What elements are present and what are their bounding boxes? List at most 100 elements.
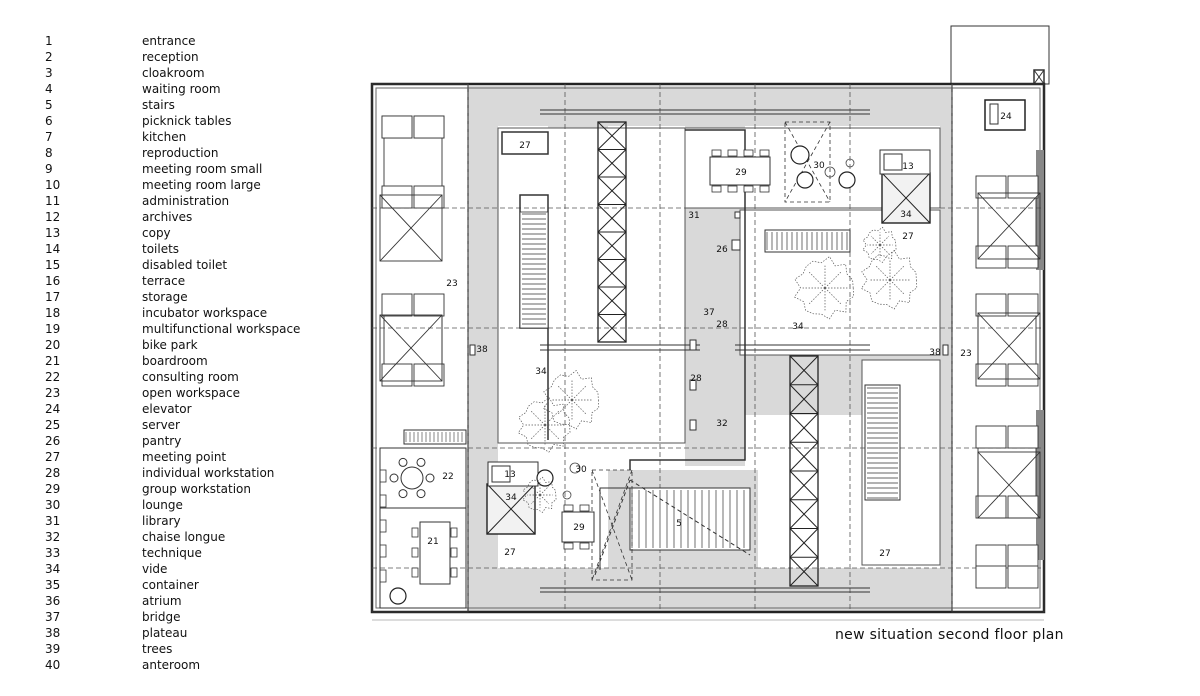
legend-label: container <box>142 578 199 592</box>
tree-branch <box>530 494 541 505</box>
tree-branch <box>571 384 588 401</box>
chair <box>579 504 590 512</box>
desk <box>1007 363 1039 387</box>
chair <box>379 569 387 583</box>
desk <box>413 185 445 209</box>
label-29-bottom: 29 <box>573 523 585 533</box>
label-28-right: 28 <box>716 320 728 330</box>
legend-label: picknick tables <box>142 114 232 128</box>
tree-branch <box>879 235 890 246</box>
legend-number: 40 <box>45 658 61 672</box>
legend-label: administration <box>142 194 230 208</box>
legend-label: bridge <box>142 610 181 624</box>
legend-label: multifunctional workspace <box>142 322 301 336</box>
label-27-library: 27 <box>519 141 530 151</box>
tree-branch <box>808 287 826 305</box>
legend-label: reproduction <box>142 146 219 160</box>
legend-label: individual workstation <box>142 466 275 480</box>
legend-number: 25 <box>45 418 61 432</box>
truss-member <box>789 384 819 414</box>
legend-number: 38 <box>45 626 61 640</box>
legend-label: group workstation <box>142 482 252 496</box>
legend-number: 16 <box>45 274 61 288</box>
tree-branch <box>889 264 906 281</box>
legend-number: 30 <box>45 498 61 512</box>
label-23-left: 23 <box>446 279 457 289</box>
chair <box>450 567 458 578</box>
chair <box>389 473 399 483</box>
chair <box>711 149 722 157</box>
tree-canopy <box>517 396 571 453</box>
desk <box>1007 175 1039 199</box>
plan-title: new situation second floor plan <box>835 627 1064 643</box>
legend-label: library <box>142 514 181 528</box>
legend-number: 27 <box>45 450 61 464</box>
chair <box>411 567 419 578</box>
label-26: 26 <box>716 245 728 255</box>
desk <box>1007 565 1039 589</box>
truss-member <box>597 259 627 288</box>
truss-member <box>789 355 819 386</box>
truss-member <box>597 204 627 233</box>
legend-label: cloakroom <box>142 66 205 80</box>
tree-branch <box>556 399 573 416</box>
legend-label: toilets <box>142 242 180 256</box>
desk <box>413 293 445 317</box>
legend-label: meeting point <box>142 450 227 464</box>
desk <box>975 565 1007 589</box>
tree-branch <box>530 410 546 426</box>
legend-number: 31 <box>45 514 61 528</box>
tree-branch <box>870 235 881 246</box>
truss-member <box>789 556 819 587</box>
left-stair <box>519 211 549 329</box>
desk <box>381 115 413 139</box>
legend-number: 7 <box>45 130 53 144</box>
truss-member <box>597 231 627 260</box>
desk <box>413 363 445 387</box>
tree-branch <box>870 244 881 255</box>
label-28-left: 28 <box>690 374 702 384</box>
tree-branch <box>556 384 573 401</box>
chair <box>563 504 574 512</box>
desk <box>975 175 1007 199</box>
legend-label: consulting room <box>142 370 239 384</box>
truss-member <box>597 176 627 205</box>
legend-number: 37 <box>45 610 61 624</box>
tree-branch <box>544 424 560 440</box>
label-34-shaft-right: 34 <box>900 210 912 220</box>
desk <box>381 293 413 317</box>
desk <box>975 245 1007 269</box>
legend-number: 32 <box>45 530 61 544</box>
label-37: 37 <box>703 308 714 318</box>
chair <box>563 542 574 550</box>
legend-label: entrance <box>142 34 196 48</box>
tree-canopy <box>793 256 854 320</box>
legend-number: 35 <box>45 578 61 592</box>
tree-branch <box>530 485 541 496</box>
legend-number: 29 <box>45 482 61 496</box>
label-29-top: 29 <box>735 168 747 178</box>
legend-label: trees <box>142 642 173 656</box>
legend-label: elevator <box>142 402 192 416</box>
chair <box>379 544 387 558</box>
legend-number: 2 <box>45 50 53 64</box>
legend-label: meeting room large <box>142 178 261 192</box>
legend-number: 13 <box>45 226 61 240</box>
tree-branch <box>571 399 588 416</box>
label-32: 32 <box>716 419 727 429</box>
tree-branch <box>808 271 826 289</box>
desk <box>975 293 1007 317</box>
legend-number: 33 <box>45 546 61 560</box>
legend-label: technique <box>142 546 202 560</box>
legend-label: plateau <box>142 626 188 640</box>
legend-number: 19 <box>45 322 61 336</box>
right-stair <box>864 384 901 501</box>
tree-canopy <box>542 369 600 430</box>
chair <box>727 185 738 193</box>
label-27-left: 27 <box>504 548 515 558</box>
tree-branch <box>874 279 891 296</box>
legend-label: meeting room small <box>142 162 263 176</box>
desk <box>1007 293 1039 317</box>
truss-member <box>789 413 819 443</box>
